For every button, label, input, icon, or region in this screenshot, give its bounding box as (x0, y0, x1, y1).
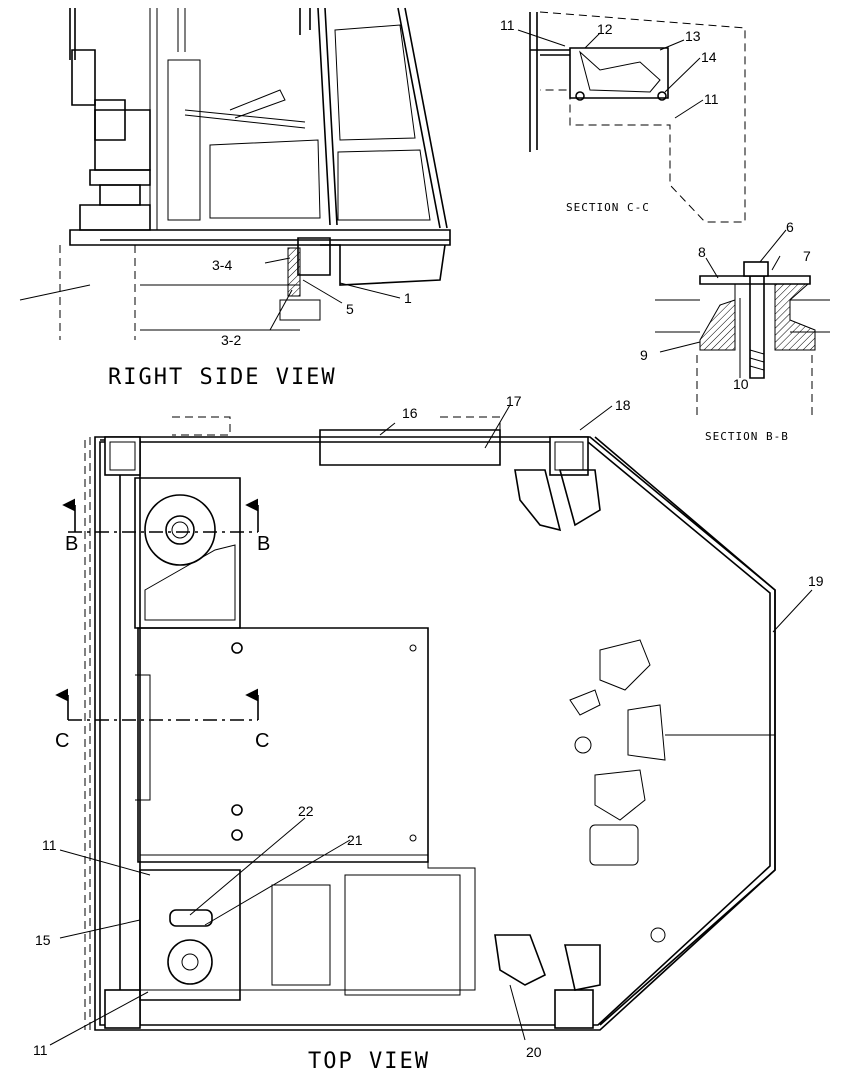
corner-post-br (554, 989, 594, 1029)
callout-11-top-view-upper: 11 (42, 837, 57, 853)
right-side-view: 3-4 3-2 5 1 RIGHT SIDE VIEW (19, 7, 451, 390)
callout-16: 16 (402, 405, 418, 421)
cut-c-left: C (55, 730, 69, 752)
handle (169, 909, 213, 927)
right-side-view-title: RIGHT SIDE VIEW (108, 365, 337, 390)
callout-19: 19 (808, 573, 824, 589)
mount-lower (167, 939, 213, 985)
callout-1: 1 (404, 290, 412, 306)
section-c-c: 11 12 13 14 11 SECTION C-C (500, 11, 746, 223)
corner-post-tr (549, 436, 589, 476)
callout-11-cc-right: 11 (704, 91, 719, 107)
top-view-title: TOP VIEW (308, 1049, 430, 1074)
top-view: B B C C 16 17 18 19 11 15 11 22 21 20 TO… (33, 393, 824, 1074)
mount-upper (144, 494, 216, 566)
callout-7: 7 (803, 248, 811, 264)
bolt-right (657, 91, 667, 101)
cut-c-right: C (255, 730, 269, 752)
callout-9: 9 (640, 347, 648, 363)
section-c-c-title: SECTION C-C (566, 201, 650, 214)
cut-b-left: B (65, 533, 78, 555)
callout-5: 5 (346, 301, 354, 317)
callout-22: 22 (298, 803, 314, 819)
isolator-mount (287, 247, 301, 297)
callout-6: 6 (786, 219, 794, 235)
callout-3-2: 3-2 (221, 332, 241, 348)
callout-3-4: 3-4 (212, 257, 232, 273)
section-b-b: 6 7 8 9 10 SECTION B-B (640, 219, 830, 443)
callout-13: 13 (685, 28, 701, 44)
bolt-left (575, 91, 585, 101)
corner-post-tl (104, 436, 141, 476)
callout-11-cc-top: 11 (500, 17, 515, 33)
callout-15: 15 (35, 932, 51, 948)
callout-12: 12 (597, 21, 613, 37)
cut-b-right: B (257, 533, 270, 555)
callout-8: 8 (698, 244, 706, 260)
callout-20: 20 (526, 1044, 542, 1060)
corner-post-bl (104, 989, 141, 1029)
callout-21: 21 (347, 832, 363, 848)
callout-10: 10 (733, 376, 749, 392)
callout-17: 17 (506, 393, 522, 409)
callout-11-top-view-lower: 11 (33, 1042, 48, 1058)
bolt-head (743, 261, 769, 277)
section-b-b-title: SECTION B-B (705, 430, 789, 443)
callout-14: 14 (701, 49, 717, 65)
callout-18: 18 (615, 397, 631, 413)
